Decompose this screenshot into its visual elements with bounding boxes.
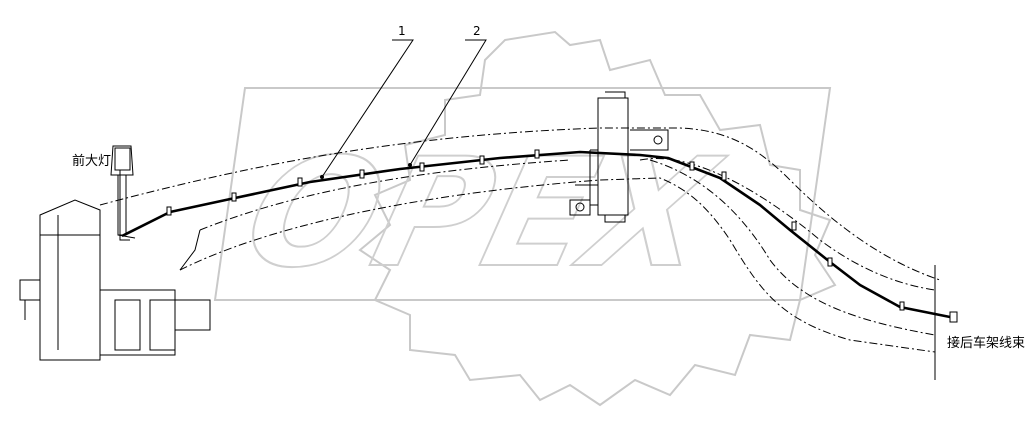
clip: [231, 192, 237, 202]
watermark-plate: [213, 87, 832, 301]
clip: [166, 206, 172, 216]
clip: [419, 162, 425, 172]
clip: [689, 161, 695, 171]
frame-rails: [99, 127, 941, 380]
main-harness: [121, 150, 951, 319]
headlamp-label: 前大灯: [72, 153, 111, 169]
clip: [721, 171, 727, 181]
opex-watermark: OPEX: [213, 30, 837, 407]
clip: [479, 155, 485, 165]
callout-1: 1: [398, 24, 406, 38]
rear-connection-label: 接后车架线束: [947, 335, 1025, 351]
rear-connector: [949, 311, 958, 323]
clip: [534, 149, 540, 159]
frame-outline: [19, 147, 211, 361]
watermark-text: OPEX: [230, 126, 735, 300]
callout-leaders: [320, 39, 487, 179]
harness-clips: [166, 149, 958, 323]
cab-component: [569, 91, 669, 223]
clip: [359, 169, 365, 179]
clip: [297, 177, 303, 187]
callout-2: 2: [473, 24, 481, 38]
clip: [791, 221, 797, 231]
watermark-gear-outline: [358, 30, 837, 407]
clip: [899, 301, 905, 311]
clip: [827, 257, 833, 267]
